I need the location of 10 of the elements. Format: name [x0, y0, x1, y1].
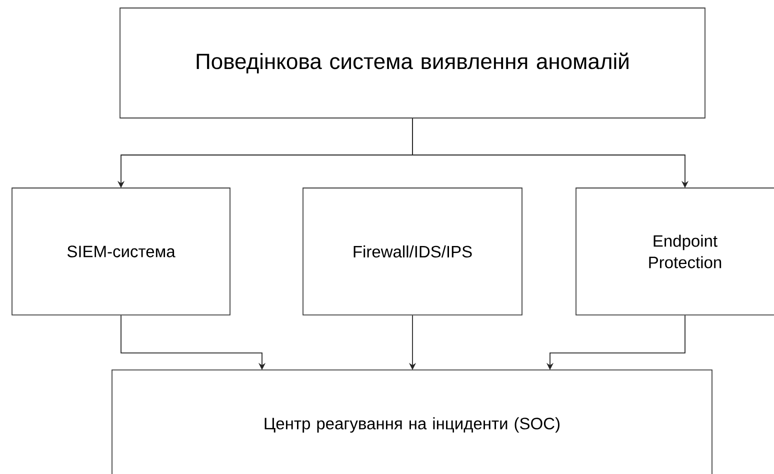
process-box — [120, 8, 706, 118]
box-label: Центр реагування на інциденти (SOC) — [264, 417, 560, 433]
box-label: SIEM-система — [67, 246, 176, 258]
process-box — [12, 188, 230, 316]
process-box — [112, 370, 712, 474]
process-box — [302, 188, 522, 316]
process-box — [576, 188, 774, 316]
box-label: Firewall/IDS/IPS — [354, 245, 472, 258]
box-label: Поведінкова система виявлення аномалій — [196, 52, 628, 74]
box-label: Endpoint Protection — [649, 234, 722, 268]
